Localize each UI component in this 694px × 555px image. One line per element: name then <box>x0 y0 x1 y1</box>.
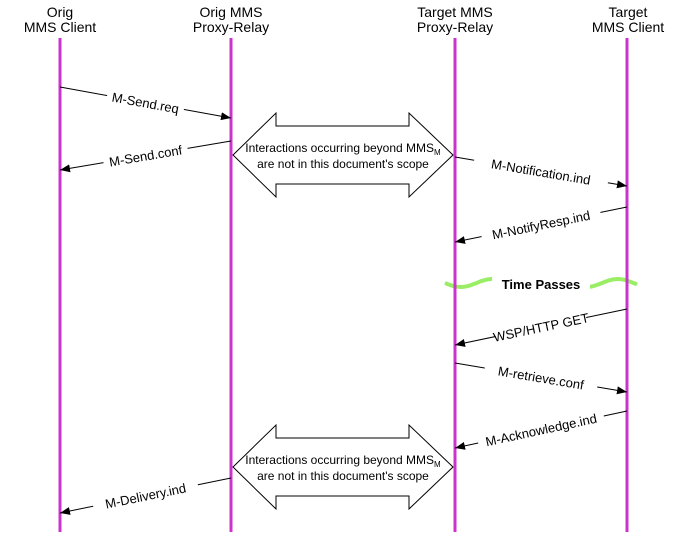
message-label-bg <box>483 359 599 396</box>
message-0: M-Send.req <box>59 86 232 121</box>
message-label-bg <box>476 407 606 452</box>
participant-line1: Target MMS <box>417 4 493 20</box>
message-5: M-retrieve.conf <box>454 359 628 396</box>
note-line1: Interactions occurring beyond MMSM <box>245 141 441 157</box>
message-label-bg <box>472 151 610 192</box>
participant-line1: Orig <box>46 4 74 20</box>
participant-target-client: Target MMS Client <box>568 5 688 35</box>
time-passes-wave <box>444 274 638 293</box>
participant-line1: Orig MMS <box>199 4 263 20</box>
message-label-group: M-NotifyResp.ind <box>479 203 603 246</box>
message-label-group: M-Send.conf <box>101 139 190 172</box>
participant-orig-relay: Orig MMS Proxy-Relay <box>171 5 291 35</box>
message-4: WSP/HTTP GET <box>454 308 628 347</box>
message-label: M-NotifyResp.ind <box>491 208 592 243</box>
message-label-group: M-Acknowledge.ind <box>476 407 606 452</box>
participant-line1: Target <box>608 4 648 20</box>
message-1: M-Send.conf <box>59 139 232 173</box>
message-6: M-Acknowledge.ind <box>454 407 628 452</box>
message-label-bg <box>91 475 200 516</box>
participant-target-relay: Target MMS Proxy-Relay <box>395 5 515 35</box>
message-label-group: M-Send.req <box>105 86 186 119</box>
participant-line2: MMS Client <box>23 19 97 35</box>
message-label: M-retrieve.conf <box>497 363 585 392</box>
message-label: WSP/HTTP GET <box>492 310 590 345</box>
participant-orig-client: Orig MMS Client <box>0 5 120 35</box>
message-label: M-Notification.ind <box>490 156 592 187</box>
note-line1: Interactions occurring beyond MMSM <box>245 453 441 469</box>
message-7: M-Delivery.ind <box>59 475 232 516</box>
message-label-group: M-retrieve.conf <box>483 359 599 396</box>
note-subscript: M <box>434 460 441 469</box>
message-label-bg <box>479 203 603 246</box>
message-label: M-Delivery.ind <box>104 480 187 511</box>
message-label-bg <box>105 86 186 119</box>
time-passes-label: Time Passes <box>502 277 581 292</box>
double-arrow-shape <box>232 111 454 199</box>
message-label-bg <box>101 139 190 172</box>
wave-label-bg <box>492 274 590 293</box>
note-line2: are not in this document's scope <box>257 469 429 483</box>
participant-line2: Proxy-Relay <box>416 19 494 35</box>
note-subscript: M <box>434 148 441 157</box>
message-3: M-NotifyResp.ind <box>454 203 628 246</box>
message-label-group: M-Notification.ind <box>472 151 610 192</box>
participant-line2: MMS Client <box>591 19 665 35</box>
double-arrow-shape <box>232 423 454 511</box>
note-line2: are not in this document's scope <box>257 157 429 171</box>
message-label-group: WSP/HTTP GET <box>492 308 590 346</box>
participant-line2: Proxy-Relay <box>192 19 270 35</box>
message-label-group: M-Delivery.ind <box>91 475 200 516</box>
message-2: M-Notification.ind <box>454 151 628 192</box>
message-label-bg <box>493 308 589 346</box>
